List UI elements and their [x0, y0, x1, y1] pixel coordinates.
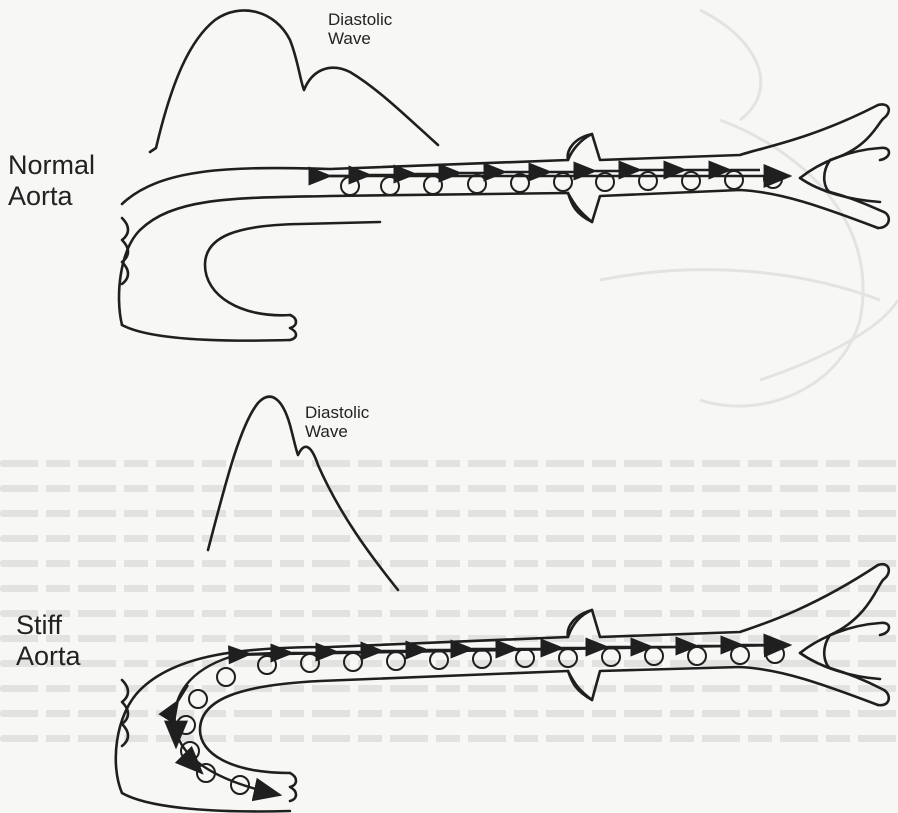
normal-aorta-panel: Normal Aorta Diastolic Wave — [0, 0, 898, 400]
stiff-pressure-waveform — [208, 397, 398, 590]
stiff-aorta-drawing — [0, 385, 898, 813]
stiff-aorta-label: Stiff Aorta — [16, 610, 81, 672]
normal-aorta-drawing — [0, 0, 898, 400]
normal-pressure-waveform — [150, 10, 438, 152]
normal-aorta-label: Normal Aorta — [8, 150, 95, 212]
normal-diastolic-wave-label: Diastolic Wave — [328, 10, 392, 48]
stiff-reflected-arc — [175, 657, 280, 795]
stiff-diastolic-wave-label: Diastolic Wave — [305, 403, 369, 441]
stiff-aorta-panel: Stiff Aorta Diastolic Wave — [0, 385, 898, 813]
